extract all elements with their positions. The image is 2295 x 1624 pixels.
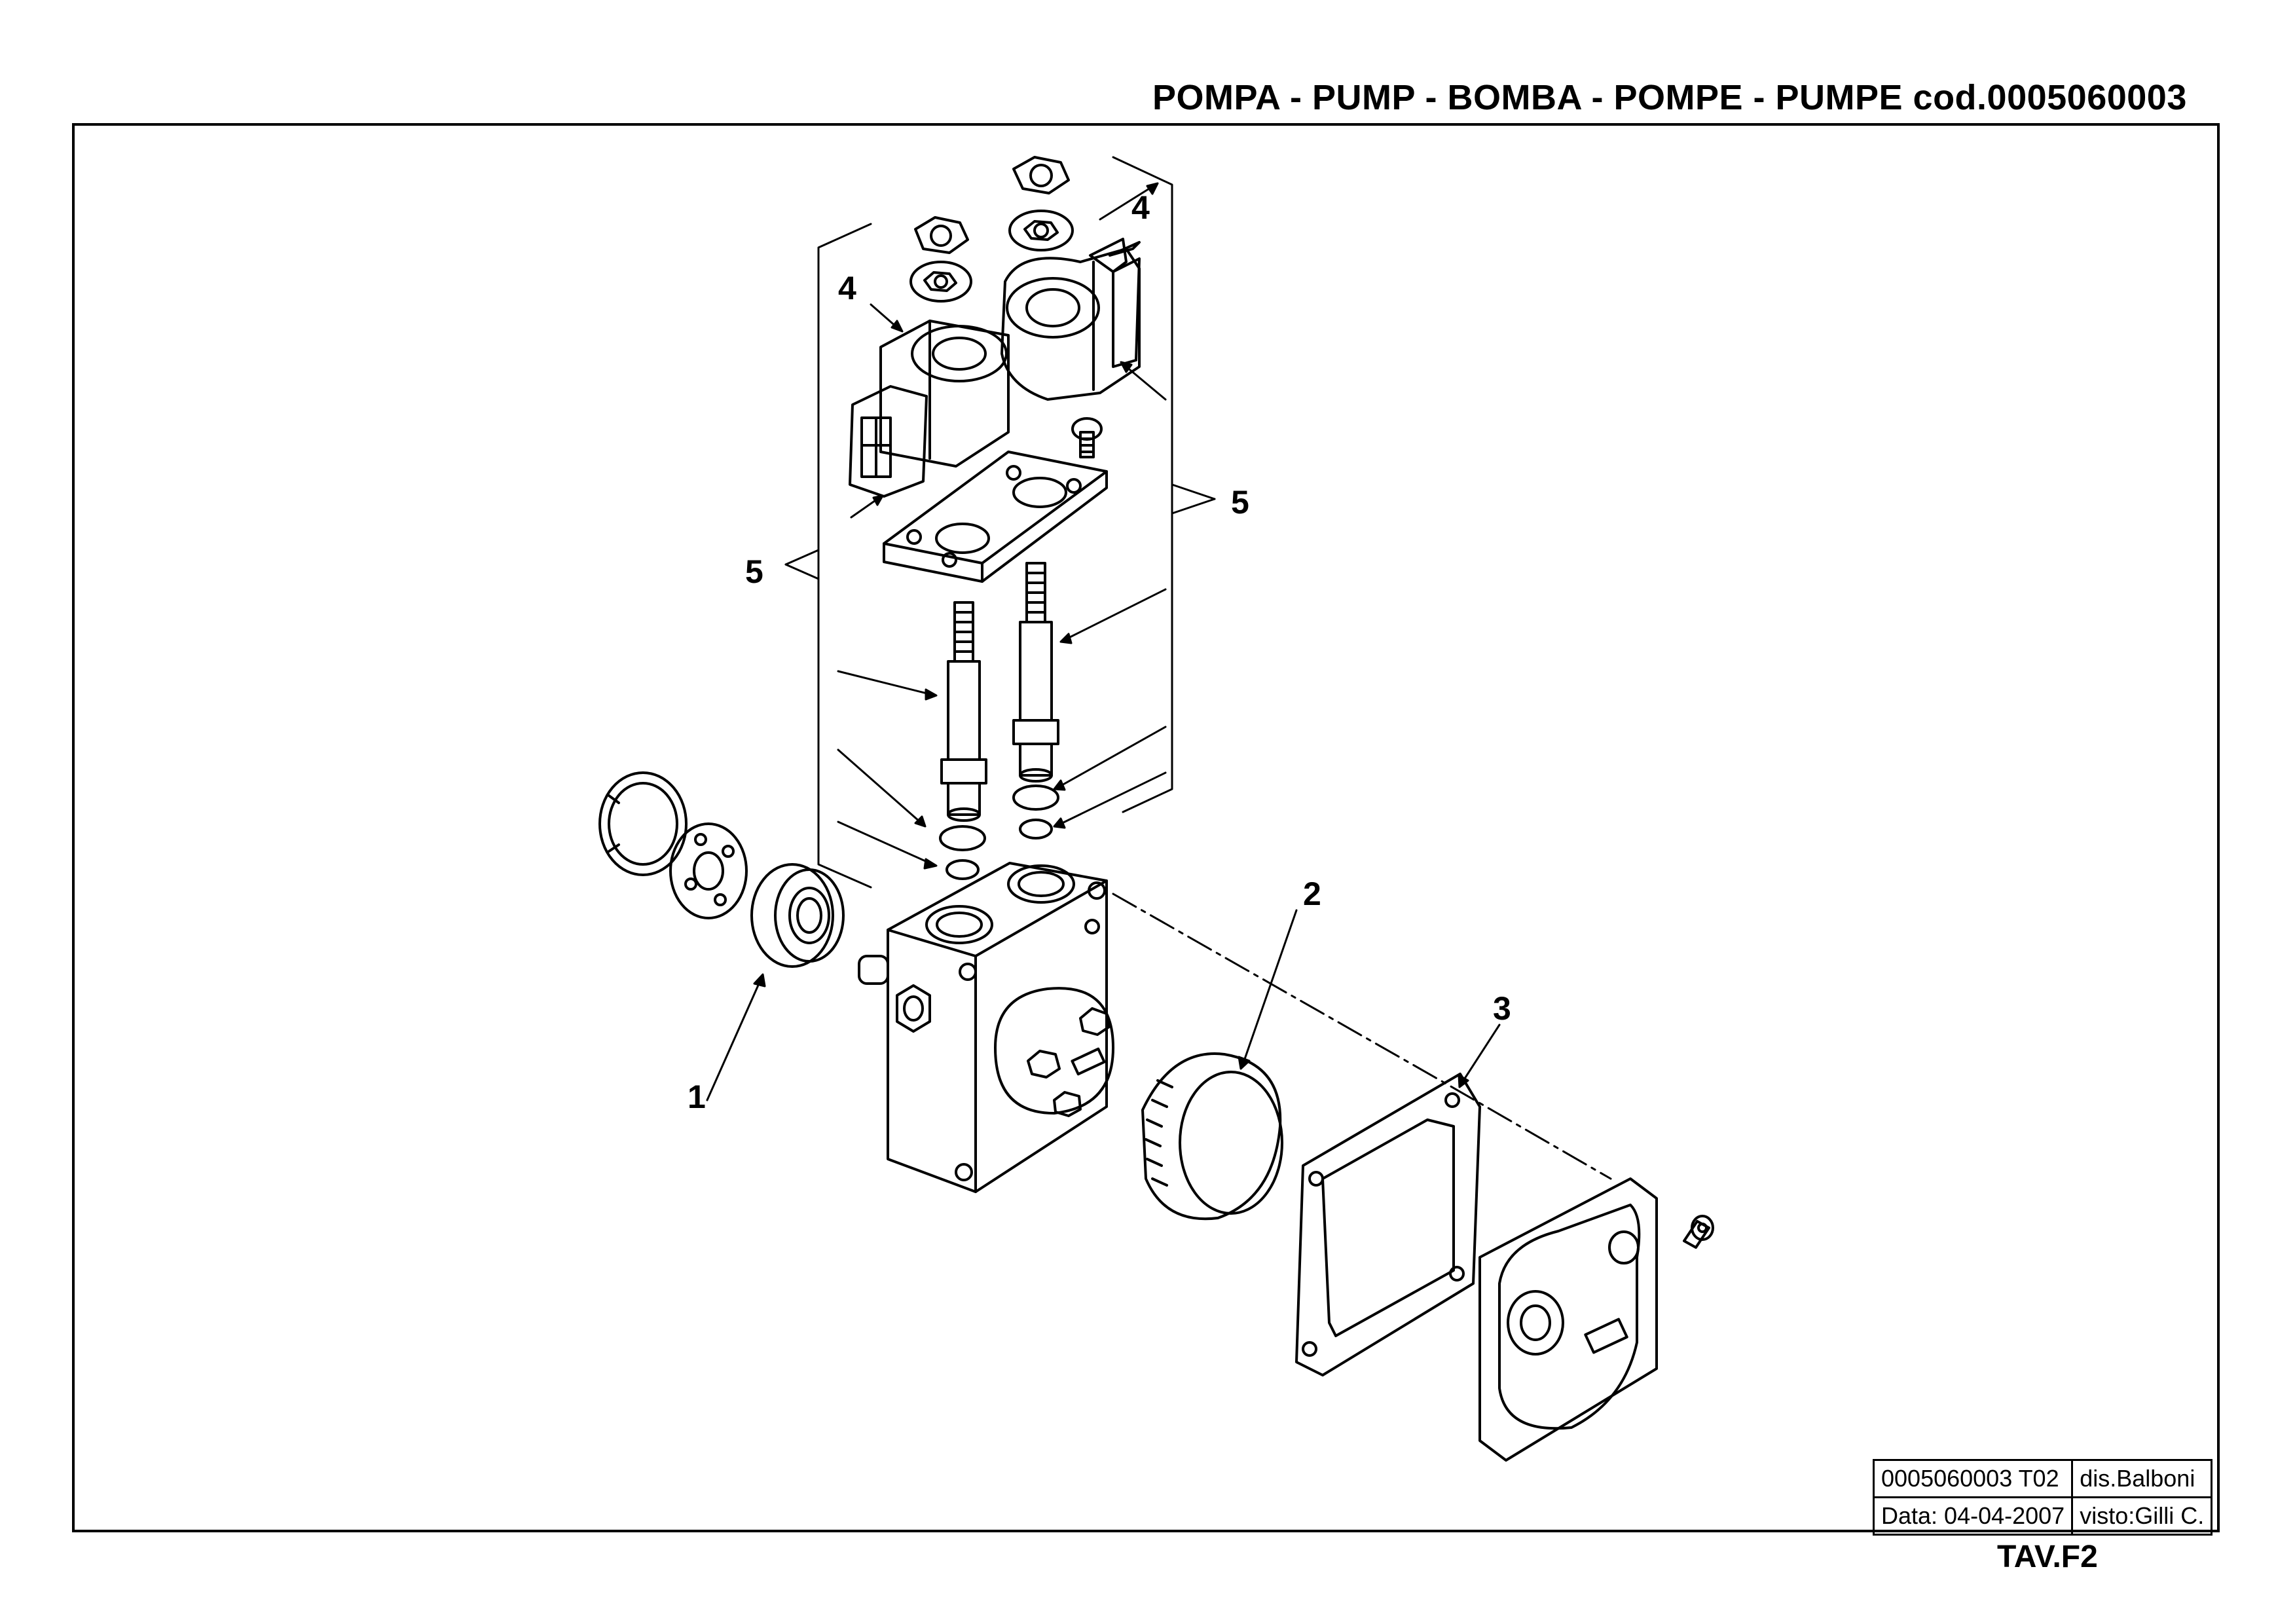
callout-1: 1 [688, 1079, 706, 1115]
screw-small [1071, 417, 1103, 458]
washer-right [1008, 210, 1074, 251]
checked-by: visto:Gilli C. [2071, 1496, 2213, 1536]
callout-5-right: 5 [1231, 484, 1249, 521]
callout-4-left: 4 [838, 270, 856, 306]
drawing-date: Data: 04-04-2007 [1872, 1496, 2074, 1536]
solenoid-coil-left [849, 320, 1010, 498]
cover-gasket [1295, 1073, 1481, 1376]
drawn-by: dis.Balboni [2071, 1459, 2213, 1498]
drawing-frame [72, 123, 2220, 1532]
sheet-title: POMPA - PUMP - BOMBA - POMPE - PUMPE cod… [1152, 78, 2187, 117]
left-bracket [784, 223, 872, 889]
gear-rotor [1141, 1052, 1283, 1221]
ball-bearing [750, 863, 845, 968]
shim-washer [669, 822, 748, 919]
coil-plate [883, 451, 1108, 583]
sheet-number: TAV.F2 [1997, 1540, 2098, 1574]
drawing-code: 0005060003 T02 [1872, 1459, 2074, 1498]
title-block: 0005060003 T02 dis.Balboni Data: 04-04-2… [1872, 1459, 2213, 1536]
washer-left [909, 261, 972, 303]
nut-left [914, 216, 969, 254]
assembly-center-line [1112, 893, 1612, 1180]
valve-stem-right [1012, 562, 1059, 783]
callout-5-left: 5 [745, 553, 763, 590]
callout-2: 2 [1303, 876, 1321, 912]
callout-4-right: 4 [1131, 189, 1150, 226]
pointer-arrows [706, 182, 1501, 1101]
right-bracket [1112, 156, 1216, 813]
socket-screw [1683, 1215, 1714, 1249]
circlip [598, 771, 688, 876]
solenoid-coil-right [1001, 238, 1141, 401]
pump-cover [1478, 1177, 1658, 1462]
o-rings [939, 784, 1059, 880]
valve-stem-left [940, 601, 987, 822]
callout-3: 3 [1493, 990, 1511, 1027]
nut-right-top [1012, 156, 1070, 194]
pump-body [858, 862, 1114, 1193]
